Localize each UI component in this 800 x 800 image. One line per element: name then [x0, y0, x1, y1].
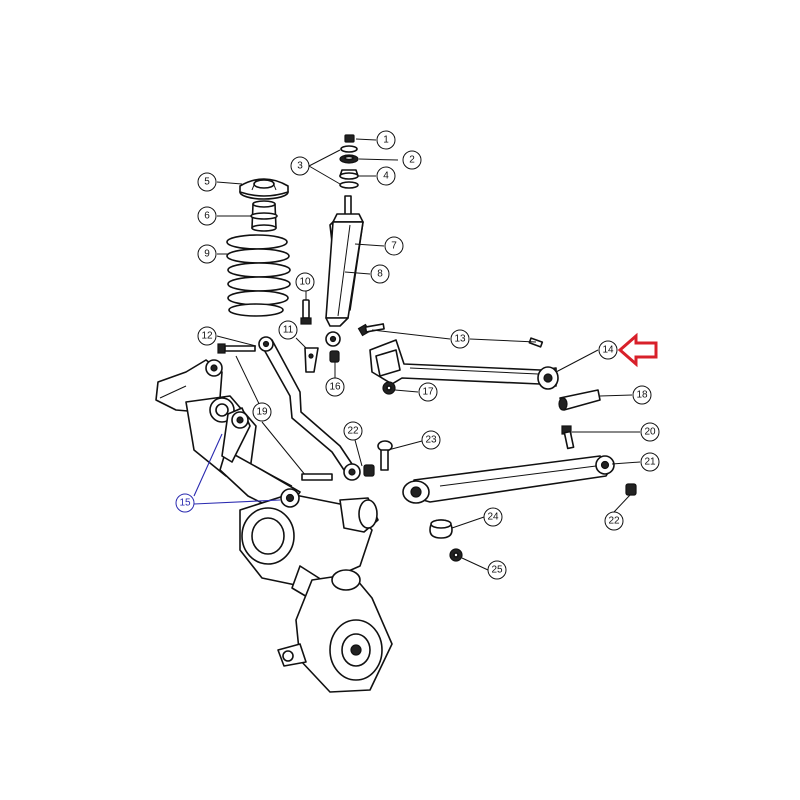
svg-text:15: 15	[179, 498, 191, 509]
part-bolt-10	[300, 299, 312, 325]
callout-9: 9	[197, 244, 217, 264]
part-bumper-24	[429, 519, 453, 539]
part-bushing-2	[339, 154, 359, 164]
callout-7: 7	[384, 236, 404, 256]
svg-text:2: 2	[409, 155, 415, 166]
part-nut-17	[382, 381, 396, 395]
callout-2: 2	[402, 150, 422, 170]
callout-3: 3	[290, 156, 310, 176]
part-nut-22a	[363, 464, 375, 477]
callout-21: 21	[640, 452, 660, 472]
part-axle-assembly	[155, 359, 393, 693]
svg-text:18: 18	[636, 390, 648, 401]
part-nut-16	[329, 350, 340, 363]
svg-text:13: 13	[454, 334, 466, 345]
part-coil-spring	[226, 234, 291, 317]
part-nut-22b	[625, 483, 637, 496]
svg-text:4: 4	[383, 171, 389, 182]
part-lower-control-arm	[402, 455, 615, 504]
callout-1: 1	[376, 130, 396, 150]
svg-text:20: 20	[644, 427, 656, 438]
part-bolt-13	[357, 323, 385, 337]
svg-text:5: 5	[204, 177, 210, 188]
callout-22-lower: 22	[604, 511, 624, 531]
svg-text:3: 3	[297, 161, 303, 172]
part-nut-25	[449, 548, 463, 562]
svg-text:23: 23	[425, 435, 437, 446]
svg-text:6: 6	[204, 211, 210, 222]
part-jounce-bumper	[250, 200, 278, 232]
part-nut-1	[344, 134, 355, 143]
part-shock-absorber	[325, 195, 364, 347]
callout-15: 15	[175, 493, 195, 513]
svg-text:11: 11	[283, 325, 294, 336]
part-bracket-11	[304, 347, 319, 373]
svg-text:24: 24	[487, 512, 499, 523]
callout-6: 6	[197, 206, 217, 226]
leader-lines	[193, 138, 641, 571]
svg-text:14: 14	[602, 345, 614, 356]
callout-18: 18	[632, 385, 652, 405]
svg-text:21: 21	[644, 457, 656, 468]
part-bushing-4	[339, 169, 359, 180]
highlight-arrow	[617, 332, 658, 368]
svg-text:1: 1	[383, 135, 389, 146]
svg-text:19: 19	[256, 407, 268, 418]
part-washer-3-upper	[340, 145, 358, 153]
callout-12: 12	[197, 326, 217, 346]
part-washer-3-lower	[339, 181, 359, 189]
callout-22-upper: 22	[343, 421, 363, 441]
svg-text:22: 22	[608, 516, 620, 527]
callout-10: 10	[295, 272, 315, 292]
svg-text:25: 25	[491, 565, 503, 576]
callout-25: 25	[487, 560, 507, 580]
callout-24: 24	[483, 507, 503, 527]
part-bolt-20	[561, 425, 575, 450]
callout-16: 16	[325, 377, 345, 397]
callout-11: 11	[278, 320, 298, 340]
part-bushing-18	[558, 389, 601, 411]
callout-14: 14	[598, 340, 618, 360]
callout-17: 17	[418, 382, 438, 402]
callout-23: 23	[421, 430, 441, 450]
callout-8: 8	[370, 264, 390, 284]
svg-text:22: 22	[347, 426, 359, 437]
svg-text:16: 16	[329, 382, 341, 393]
part-track-bar	[258, 336, 361, 481]
callout-20: 20	[640, 422, 660, 442]
svg-text:7: 7	[391, 241, 397, 252]
svg-text:17: 17	[422, 387, 434, 398]
part-bolt-12	[217, 343, 256, 354]
callout-19: 19	[252, 402, 272, 422]
callout-13: 13	[450, 329, 470, 349]
callout-5: 5	[197, 172, 217, 192]
svg-text:8: 8	[377, 269, 383, 280]
callout-4: 4	[376, 166, 396, 186]
svg-text:12: 12	[201, 331, 213, 342]
svg-text:10: 10	[299, 277, 311, 288]
part-upper-spring-seat	[239, 178, 289, 200]
part-upper-control-arm	[369, 339, 559, 390]
svg-text:9: 9	[204, 249, 210, 260]
part-bolt-23	[377, 440, 393, 471]
